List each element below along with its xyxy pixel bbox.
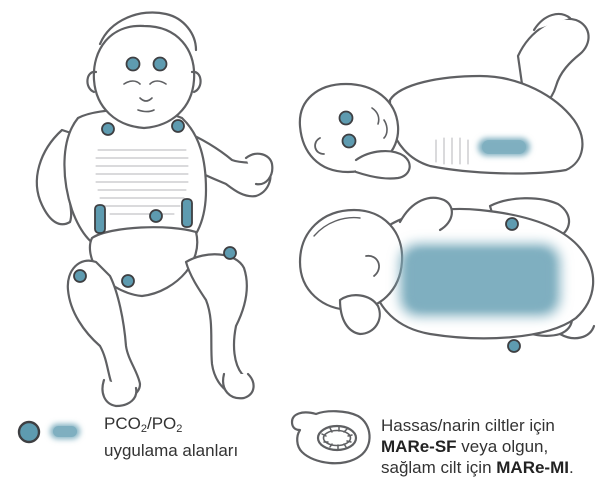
application-area-swatch-icon: [50, 424, 80, 439]
site-dot: [127, 58, 140, 71]
application-sites-legend-label: PCO2/PO2 uygulama alanları: [104, 413, 238, 461]
site-dot: [506, 218, 518, 230]
legend-rings-text: .: [569, 458, 574, 477]
site-dot: [150, 210, 162, 222]
legend-rings-text: veya olgun,: [457, 437, 549, 456]
site-dot: [154, 58, 167, 71]
fixation-ring-icon: [292, 411, 370, 463]
site-dot: [172, 120, 184, 132]
fixation-ring-legend-label: Hassas/narin ciltler için MARe-SF veya o…: [381, 415, 603, 478]
site-strip: [95, 205, 105, 233]
site-dot: [343, 135, 356, 148]
subscript: 2: [176, 423, 182, 435]
legend-rings-line2: MARe-SF veya olgun,: [381, 436, 603, 457]
mare-mi-label: MARe-MI: [496, 458, 569, 477]
site-dot: [224, 247, 236, 259]
site-dot: [74, 270, 86, 282]
site-dot: [508, 340, 520, 352]
mare-sf-label: MARe-SF: [381, 437, 457, 456]
legend-measure-line: PCO2/PO2: [104, 413, 238, 440]
application-site-dot-icon: [19, 422, 39, 442]
site-dot: [102, 123, 114, 135]
legend-sites-line: uygulama alanları: [104, 440, 238, 461]
baby-side-view: [300, 14, 589, 179]
site-dot: [122, 275, 134, 287]
pco-label: PCO: [104, 414, 141, 433]
legend-rings-line3: sağlam cilt için MARe-MI.: [381, 457, 603, 478]
legend-rings-line1: Hassas/narin ciltler için: [381, 415, 603, 436]
site-dot: [340, 112, 353, 125]
site-strip: [182, 199, 192, 227]
po-label: /PO: [147, 414, 176, 433]
baby-front-view: [37, 12, 272, 406]
legend-rings-text: sağlam cilt için: [381, 458, 496, 477]
